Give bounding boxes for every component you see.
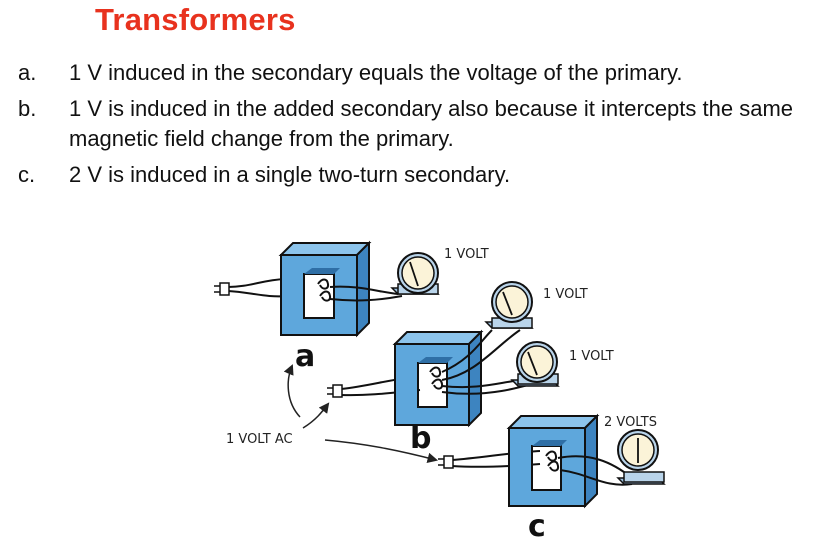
explanation-list: a. 1 V induced in the secondary equals t…: [18, 58, 833, 196]
meter-b-upper-label: 1 VOLT: [543, 287, 588, 302]
coil: [545, 450, 560, 472]
list-item-text: 2 V is induced in a single two-turn seco…: [69, 162, 511, 187]
transformer-a-label: a: [295, 339, 315, 374]
arrow-to-a: [283, 364, 301, 418]
list-item-a: a. 1 V induced in the secondary equals t…: [18, 58, 833, 88]
meter-c-label: 2 VOLTS: [604, 415, 657, 430]
arrow-to-c: [324, 439, 439, 463]
meter-a-label: 1 VOLT: [444, 247, 489, 262]
plug-icon: [327, 384, 343, 398]
transformer-b-label: b: [410, 421, 431, 456]
wire: [329, 285, 399, 295]
transformer-c-label: c: [528, 509, 546, 544]
list-marker: a.: [18, 60, 37, 85]
source-label: 1 VOLT AC: [226, 432, 293, 447]
iron-core: [392, 329, 484, 428]
list-item-text: 1 V is induced in the added secondary al…: [69, 96, 794, 151]
transformer-a: [214, 240, 440, 338]
wire: [441, 329, 493, 373]
page-title: Transformers: [95, 2, 296, 37]
voltmeter-c: [616, 429, 666, 485]
list-marker: c.: [18, 162, 36, 187]
list-item-b: b. 1 V is induced in the added secondary…: [18, 94, 833, 154]
wire: [441, 329, 521, 381]
voltmeter-b-upper: [484, 281, 534, 329]
transformer-b: [327, 281, 560, 428]
plug-icon: [438, 455, 454, 469]
iron-core: [278, 240, 372, 338]
meter-b-lower-label: 1 VOLT: [569, 349, 614, 364]
wire: [329, 295, 403, 302]
list-item-text: 1 V induced in the secondary equals the …: [69, 60, 683, 85]
iron-core: [506, 413, 600, 509]
arrow-to-b: [302, 402, 330, 429]
transformer-c: [438, 413, 666, 509]
voltmeter-b-lower: [510, 341, 560, 387]
voltmeter-a: [390, 252, 440, 295]
coil: [317, 278, 332, 302]
plug-icon: [214, 282, 230, 296]
list-item-c: c. 2 V is induced in a single two-turn s…: [18, 160, 833, 190]
list-marker: b.: [18, 96, 37, 121]
coil: [429, 366, 444, 390]
